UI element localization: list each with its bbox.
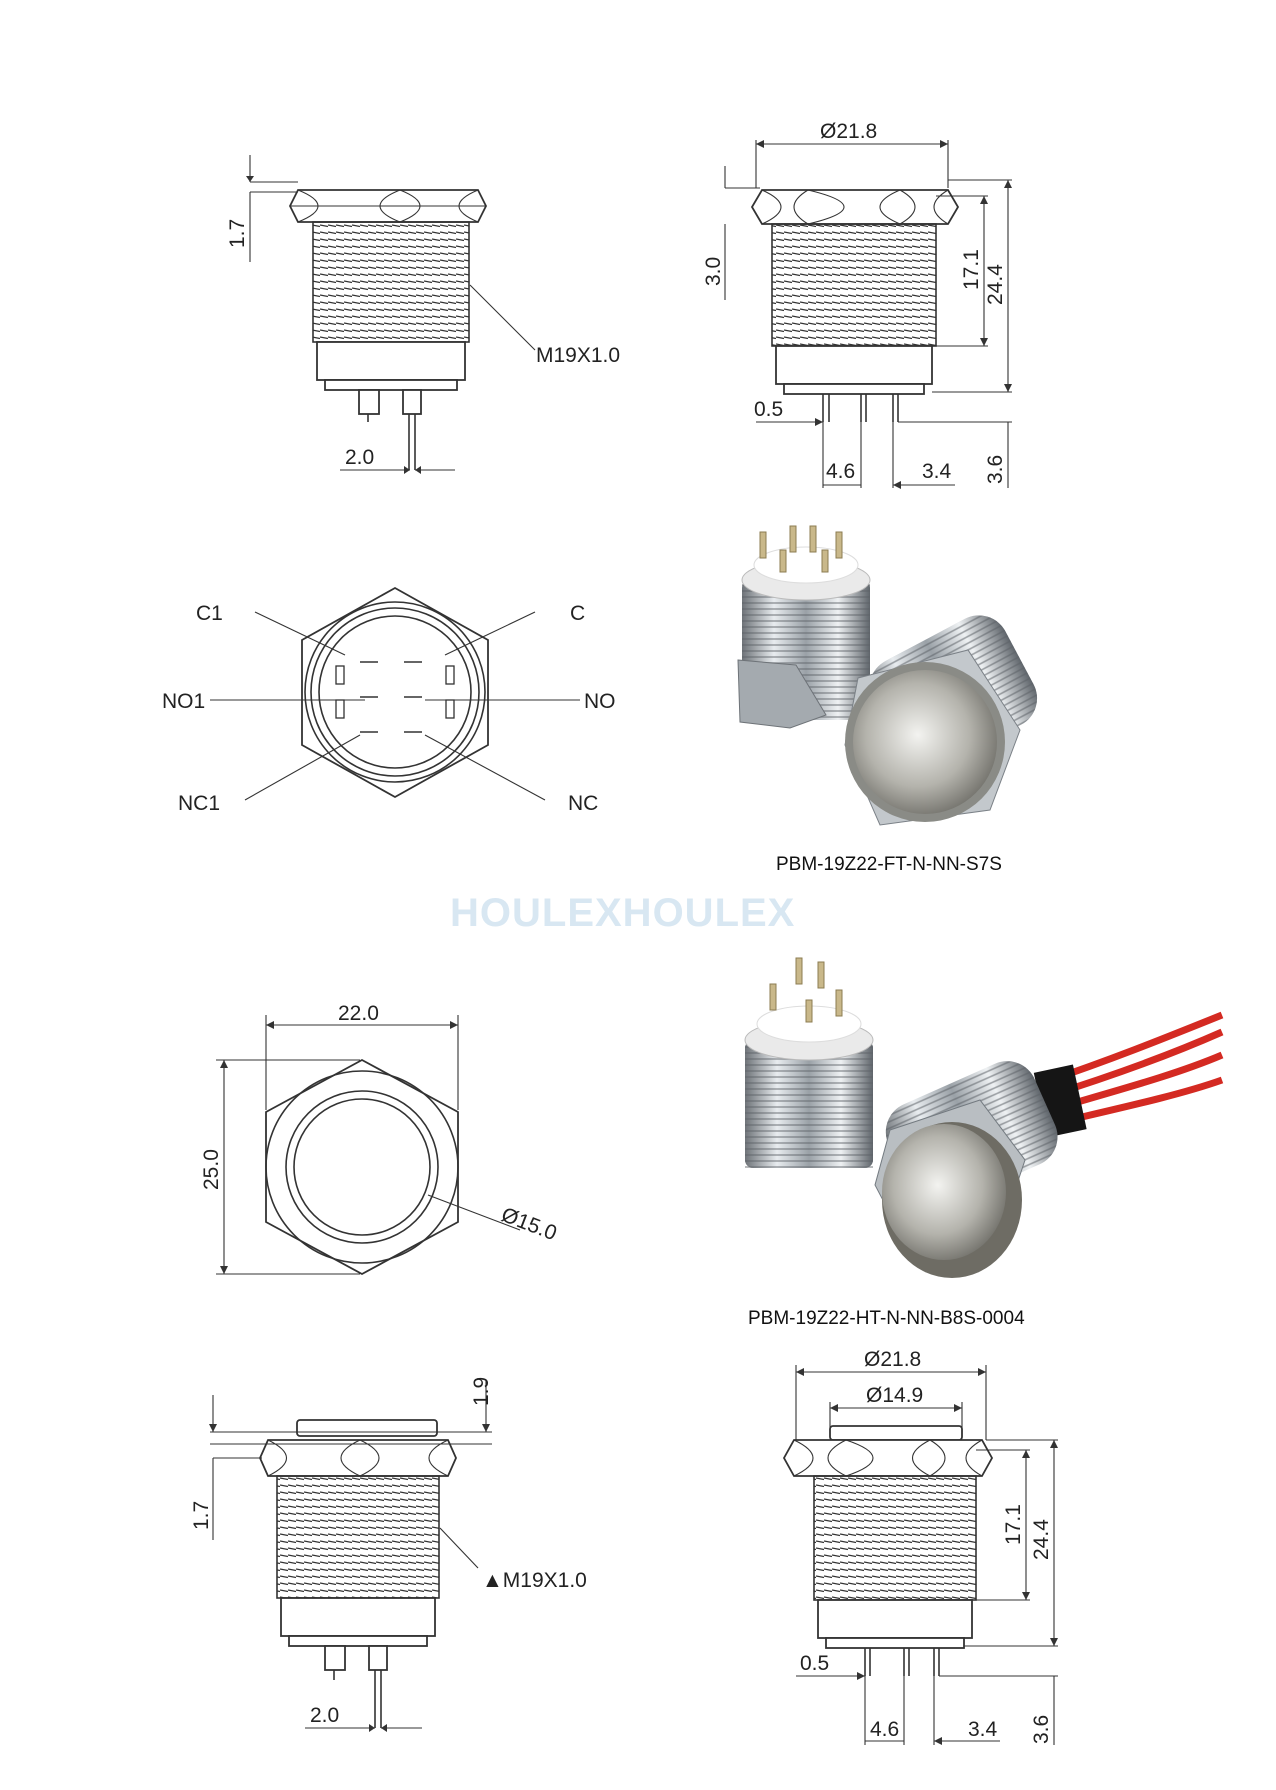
dim-label: 25.0 xyxy=(200,1149,223,1190)
top-face-view xyxy=(216,1015,521,1276)
dim-label: 0.5 xyxy=(754,398,783,421)
dim-label: 24.4 xyxy=(1030,1519,1053,1560)
dim-label: 0.5 xyxy=(800,1652,829,1675)
dim-label: Ø21.8 xyxy=(864,1348,921,1371)
terminal-bottom-view xyxy=(210,586,580,801)
photo-caption: PBM-19Z22-HT-N-NN-B8S-0004 xyxy=(748,1308,1025,1329)
dim-label: 24.4 xyxy=(984,264,1007,305)
terminal-label: NC xyxy=(568,792,598,815)
dim-label: 3.0 xyxy=(702,257,725,286)
dim-label: 3.6 xyxy=(1030,1715,1053,1744)
terminal-label: NO xyxy=(584,690,616,713)
dim-label: 17.1 xyxy=(960,249,983,290)
dim-label: 4.6 xyxy=(870,1718,899,1741)
terminal-label: NC1 xyxy=(178,792,220,815)
dim-label: 2.0 xyxy=(345,446,374,469)
dim-label: ▲M19X1.0 xyxy=(482,1569,587,1592)
side-view-high-top xyxy=(209,1380,492,1732)
dim-label: 22.0 xyxy=(338,1002,379,1025)
dim-label: 3.4 xyxy=(968,1718,998,1741)
dim-label: 1.9 xyxy=(470,1377,493,1406)
dim-label: 17.1 xyxy=(1002,1504,1025,1545)
photo-high-top-switch xyxy=(744,957,1224,1278)
photo-flat-top-switch xyxy=(737,525,1038,826)
dim-label: 2.0 xyxy=(310,1704,339,1727)
photo-caption: PBM-19Z22-FT-N-NN-S7S xyxy=(776,854,1002,875)
terminal-label: C1 xyxy=(196,602,223,625)
dim-label: 1.7 xyxy=(190,1501,213,1530)
front-view-flat-top xyxy=(724,140,1012,489)
watermark: HOULEXHOULEX xyxy=(450,891,795,935)
dim-label: 1.7 xyxy=(226,219,249,248)
dim-label: 3.4 xyxy=(922,460,952,483)
dim-label: 4.6 xyxy=(826,460,855,483)
terminal-label: C xyxy=(570,602,585,625)
side-view-flat-top xyxy=(246,155,536,474)
dim-label: Ø14.9 xyxy=(866,1384,923,1407)
front-view-high-top xyxy=(782,1365,1058,1745)
dim-label: M19X1.0 xyxy=(536,344,620,367)
dim-label: Ø21.8 xyxy=(820,120,877,143)
dim-label: 3.6 xyxy=(984,455,1007,484)
terminal-label: NO1 xyxy=(162,690,205,713)
dim-label: Ø15.0 xyxy=(498,1203,560,1245)
